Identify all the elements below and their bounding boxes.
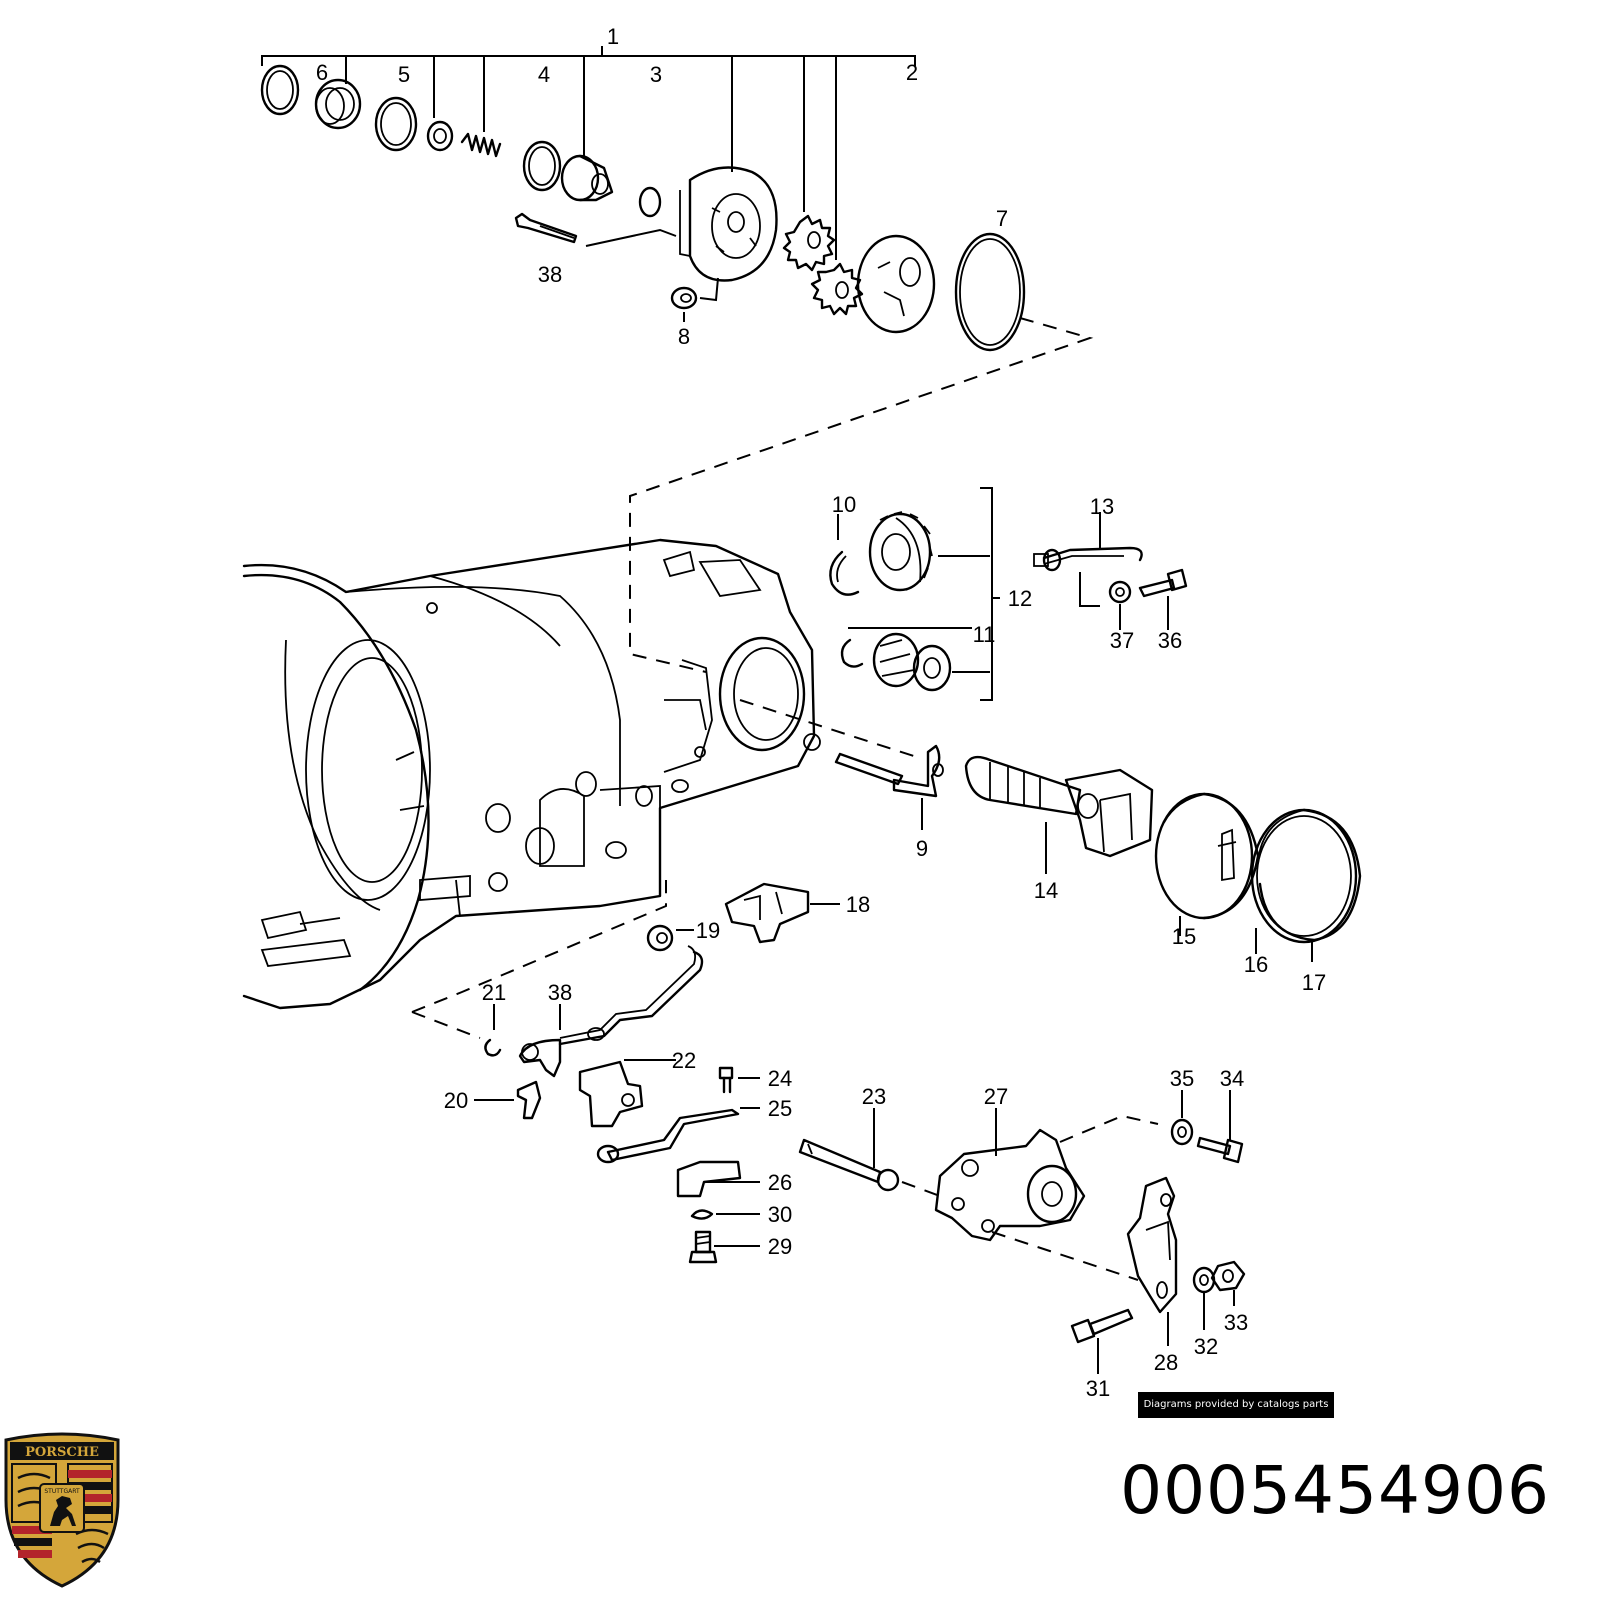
snap-ring-6 bbox=[260, 64, 300, 116]
clip-20 bbox=[516, 1080, 542, 1120]
bolt-31 bbox=[1070, 1308, 1134, 1344]
callout-34: 34 bbox=[1220, 1066, 1244, 1091]
callout-2: 2 bbox=[906, 60, 918, 85]
nut-33 bbox=[1210, 1260, 1246, 1292]
plate-26 bbox=[676, 1160, 742, 1198]
rod-25 bbox=[596, 1108, 740, 1164]
washer-35 bbox=[1170, 1118, 1194, 1146]
valve-piston bbox=[560, 154, 614, 202]
callout-38-lower: 38 bbox=[548, 980, 572, 1005]
callout-30: 30 bbox=[768, 1202, 792, 1227]
drive-gear bbox=[782, 214, 836, 272]
crest-stripes-tr bbox=[68, 1470, 112, 1514]
clip-21 bbox=[484, 1038, 502, 1057]
bushing-19 bbox=[646, 924, 674, 952]
cable-38-lower bbox=[558, 945, 704, 1046]
callout-1: 1 bbox=[607, 24, 619, 49]
callout-28: 28 bbox=[1154, 1350, 1178, 1375]
shaft-23 bbox=[798, 1138, 900, 1192]
callout-19: 19 bbox=[696, 918, 720, 943]
crest-stripes-bl bbox=[12, 1526, 52, 1558]
callout-26: 26 bbox=[768, 1170, 792, 1195]
callout-16: 16 bbox=[1244, 952, 1268, 977]
speedo-gear-large bbox=[868, 511, 933, 592]
callout-15: 15 bbox=[1172, 924, 1196, 949]
callout-35: 35 bbox=[1170, 1066, 1194, 1091]
housing-27 bbox=[934, 1128, 1086, 1242]
callout-27: 27 bbox=[984, 1084, 1008, 1109]
bracket-18 bbox=[724, 882, 810, 944]
callout-10: 10 bbox=[832, 492, 856, 517]
callout-7: 7 bbox=[996, 206, 1008, 231]
credit-banner: Diagrams provided by catalogs parts bbox=[1138, 1392, 1334, 1418]
o-ring-3 bbox=[638, 186, 662, 218]
callout-17: 17 bbox=[1302, 970, 1326, 995]
bolt-36 bbox=[1138, 568, 1188, 598]
bolt-38-top bbox=[514, 212, 578, 244]
callout-37: 37 bbox=[1110, 628, 1134, 653]
o-ring-4 bbox=[522, 140, 562, 192]
screw-29 bbox=[688, 1230, 718, 1264]
o-ring-5 bbox=[374, 96, 418, 152]
clip-30 bbox=[690, 1209, 714, 1220]
callout-23: 23 bbox=[862, 1084, 886, 1109]
washer bbox=[426, 120, 454, 152]
callout-25: 25 bbox=[768, 1096, 792, 1121]
snap-ring-11 bbox=[840, 638, 864, 668]
callout-4: 4 bbox=[538, 62, 550, 87]
pump-cover-2 bbox=[856, 234, 936, 334]
callout-24: 24 bbox=[768, 1066, 792, 1091]
pump-housing bbox=[679, 166, 778, 282]
crest-banner bbox=[10, 1442, 114, 1460]
callout-8: 8 bbox=[678, 324, 690, 349]
selector-valve-14 bbox=[964, 755, 1154, 858]
speedo-gear-small bbox=[872, 632, 952, 692]
crest-city-text: STUTTGART bbox=[44, 1488, 80, 1495]
brake-band-16 bbox=[1250, 808, 1358, 944]
callout-32: 32 bbox=[1194, 1334, 1218, 1359]
spring bbox=[460, 132, 502, 158]
washer-37 bbox=[1108, 580, 1132, 604]
callout-18: 18 bbox=[846, 892, 870, 917]
washer-32 bbox=[1192, 1266, 1216, 1294]
horse-icon bbox=[50, 1496, 76, 1526]
callout-13: 13 bbox=[1090, 494, 1114, 519]
driven-gear bbox=[810, 262, 864, 316]
callout-33: 33 bbox=[1224, 1310, 1248, 1335]
part-number: 0005454906 bbox=[1120, 1452, 1550, 1529]
nut-8 bbox=[670, 286, 698, 310]
bracket-28 bbox=[1126, 1176, 1178, 1314]
pin-24 bbox=[718, 1066, 734, 1094]
shift-shaft-9 bbox=[834, 744, 944, 798]
callout-14: 14 bbox=[1034, 878, 1058, 903]
gasket-7 bbox=[954, 232, 1026, 352]
callout-20: 20 bbox=[444, 1088, 468, 1113]
callout-11: 11 bbox=[973, 622, 996, 647]
callout-38-top: 38 bbox=[538, 262, 562, 287]
transmission-case bbox=[242, 538, 821, 1010]
callout-36: 36 bbox=[1158, 628, 1182, 653]
callout-21: 21 bbox=[482, 980, 506, 1005]
snap-ring-10 bbox=[829, 550, 860, 596]
callout-29: 29 bbox=[768, 1234, 792, 1259]
band-ring-17 bbox=[1258, 808, 1362, 942]
retaining-bracket-13 bbox=[1033, 546, 1143, 572]
callout-31: 31 bbox=[1086, 1376, 1110, 1401]
lever-21 bbox=[518, 1038, 562, 1078]
callout-5: 5 bbox=[398, 62, 410, 87]
callout-6: 6 bbox=[316, 60, 328, 85]
seal-retainer bbox=[314, 78, 362, 130]
callout-3: 3 bbox=[650, 62, 662, 87]
crest-brand-text: PORSCHE bbox=[25, 1445, 99, 1460]
brake-drum-15 bbox=[1154, 792, 1260, 920]
callout-9: 9 bbox=[916, 836, 928, 861]
callout-22: 22 bbox=[672, 1048, 696, 1073]
callout-12: 12 bbox=[1008, 586, 1032, 611]
bolt-34 bbox=[1196, 1136, 1244, 1164]
porsche-crest-logo: PORSCHE STUTTGART bbox=[4, 1432, 120, 1588]
detent-bracket-22 bbox=[578, 1060, 644, 1128]
